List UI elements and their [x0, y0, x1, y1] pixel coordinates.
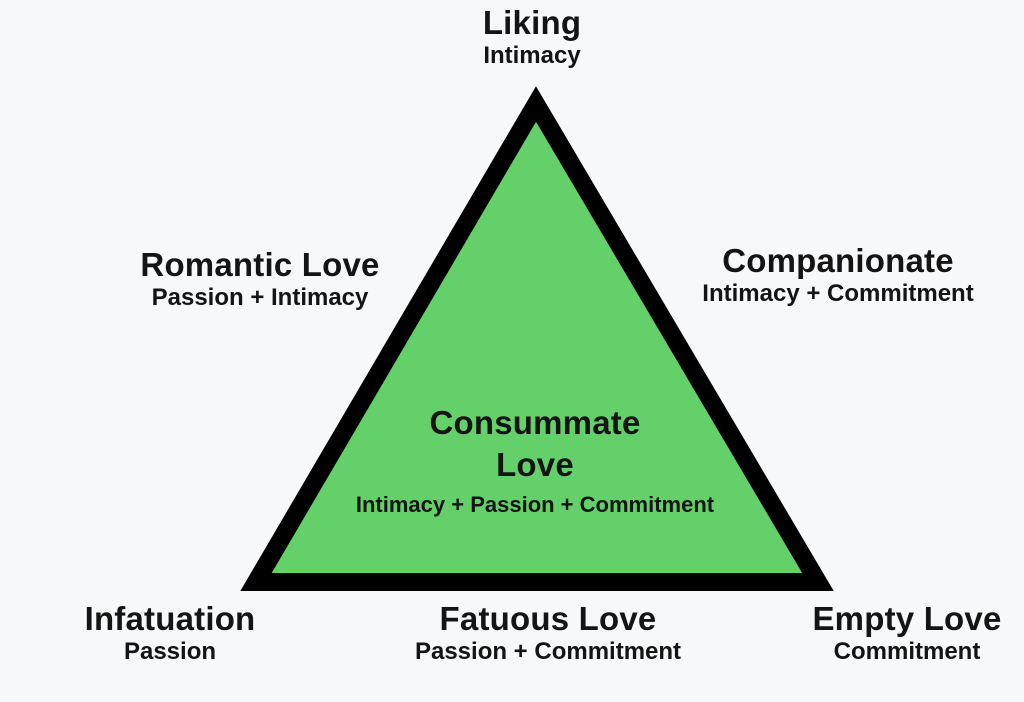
romantic-love-components: Passion + Intimacy	[151, 283, 369, 311]
empty-love-title: Empty Love	[812, 600, 1002, 637]
companionate-title: Companionate	[722, 242, 954, 279]
infatuation-title: Infatuation	[84, 600, 256, 637]
consummate-title-line1: Consummate	[429, 404, 641, 441]
edge-right-label: Companionate Intimacy + Commitment	[668, 242, 1008, 308]
fatuous-love-components: Passion + Commitment	[414, 637, 682, 665]
consummate-title-line2: Love	[496, 446, 574, 483]
vertex-bottom-left-label: Infatuation Passion	[60, 600, 280, 666]
vertex-top-label: Liking Intimacy	[432, 4, 632, 70]
infatuation-components: Passion	[123, 637, 217, 665]
companionate-components: Intimacy + Commitment	[702, 279, 974, 307]
romantic-love-title: Romantic Love	[140, 246, 380, 283]
center-label: Consummate Love Intimacy + Passion + Com…	[300, 402, 770, 517]
love-triangle	[240, 86, 834, 591]
fatuous-love-title: Fatuous Love	[439, 600, 657, 637]
edge-bottom-label: Fatuous Love Passion + Commitment	[370, 600, 726, 666]
liking-title: Liking	[482, 4, 582, 41]
empty-love-components: Commitment	[833, 637, 981, 665]
edge-left-label: Romantic Love Passion + Intimacy	[110, 246, 410, 312]
vertex-bottom-right-label: Empty Love Commitment	[800, 600, 1014, 666]
consummate-components: Intimacy + Passion + Commitment	[355, 492, 715, 517]
liking-components: Intimacy	[483, 41, 581, 69]
